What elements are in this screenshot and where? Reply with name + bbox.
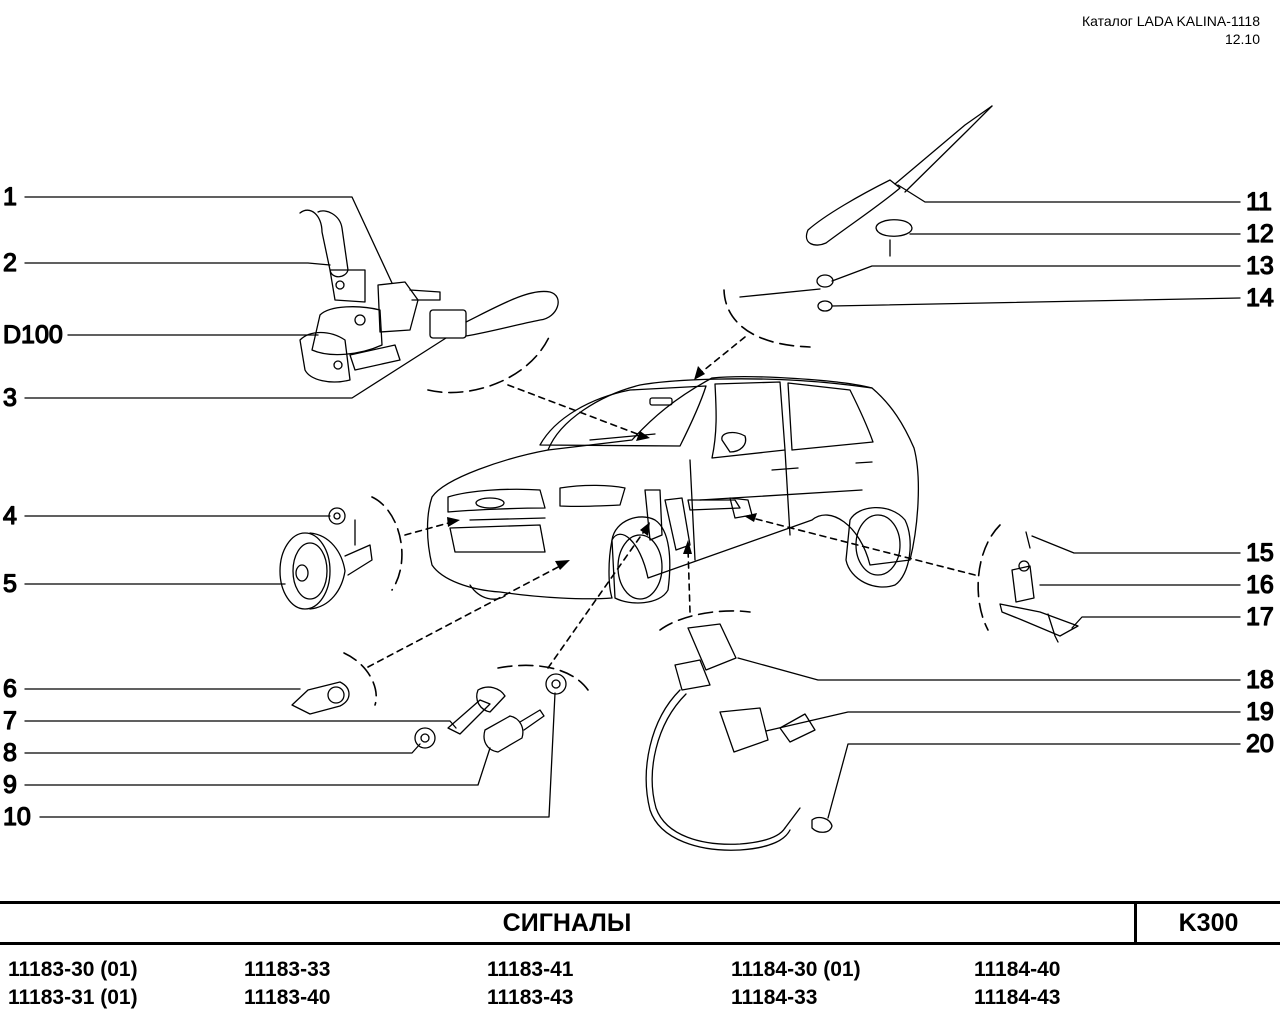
callout-d100: D100 <box>3 321 63 349</box>
callout-5: 5 <box>3 570 17 598</box>
model-code: 11183-41 <box>487 958 574 981</box>
title-bar: СИГНАЛЫ K300 <box>0 901 1280 945</box>
callout-10: 10 <box>3 803 31 831</box>
callout-8: 8 <box>3 739 17 767</box>
section-title: СИГНАЛЫ <box>502 909 632 937</box>
horn <box>279 507 373 610</box>
catalog-date: 12.10 <box>1224 31 1260 47</box>
section-code: K300 <box>1178 909 1239 937</box>
callout-3: 3 <box>3 384 17 412</box>
leader-lines <box>24 184 1241 819</box>
model-code: 11183-30 (01) <box>8 958 138 981</box>
callout-2: 2 <box>3 249 17 277</box>
callout-6: 6 <box>3 675 17 703</box>
callout-11: 11 <box>1246 188 1272 216</box>
model-code: 11184-33 <box>731 986 818 1009</box>
small-parts-group <box>291 673 567 753</box>
region-arcs <box>343 289 1001 706</box>
model-code: 11183-31 (01) <box>8 986 138 1009</box>
steering-column-switch <box>299 209 559 383</box>
callout-19: 19 <box>1246 698 1274 726</box>
callout-12: 12 <box>1246 220 1274 248</box>
callout-labels: 1 2 D100 3 4 5 6 7 8 9 10 11 12 13 14 15… <box>2 182 1274 831</box>
callout-13: 13 <box>1246 252 1274 280</box>
section-code-box: K300 <box>1134 904 1280 942</box>
model-code: 11183-33 <box>244 958 331 981</box>
model-code: 11184-43 <box>974 986 1061 1009</box>
callout-18: 18 <box>1246 666 1274 694</box>
catalog-title: Каталог LADA KALINA-1118 <box>1081 13 1260 29</box>
model-code: 11184-30 (01) <box>731 958 861 981</box>
callout-16: 16 <box>1246 571 1274 599</box>
arrow-heads <box>447 366 757 570</box>
callout-1: 1 <box>3 183 17 211</box>
callout-20: 20 <box>1246 730 1274 758</box>
model-code: 11183-43 <box>487 986 574 1009</box>
location-arrows <box>367 336 976 669</box>
antenna <box>739 105 993 312</box>
wiring-harness <box>645 623 833 851</box>
car-illustration <box>426 376 920 604</box>
callout-9: 9 <box>3 771 17 799</box>
parts-diagram: 1 2 D100 3 4 5 6 7 8 9 10 11 12 13 14 15… <box>2 105 1275 851</box>
callout-14: 14 <box>1246 284 1274 312</box>
model-code: 11184-40 <box>974 958 1061 981</box>
callout-7: 7 <box>3 707 17 735</box>
callout-15: 15 <box>1246 539 1274 567</box>
model-code: 11183-40 <box>244 986 331 1009</box>
callout-4: 4 <box>3 502 17 530</box>
door-switch-bracket <box>999 531 1079 643</box>
callout-17: 17 <box>1246 603 1274 631</box>
